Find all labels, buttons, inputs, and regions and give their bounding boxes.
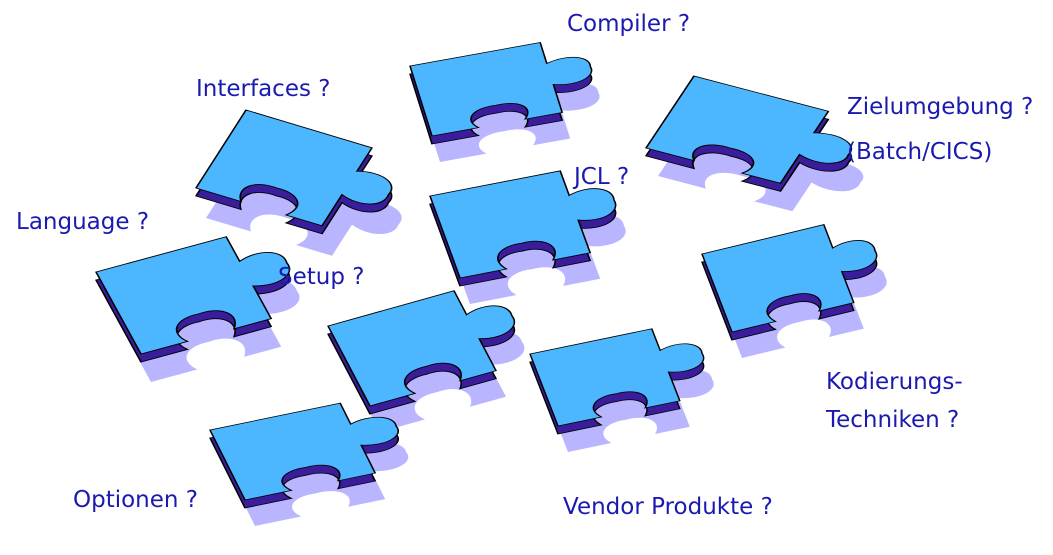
puzzle-piece-setup — [327, 278, 546, 432]
puzzle-piece-kodierungstechniken — [701, 214, 902, 358]
label-setup: Setup ? — [278, 264, 365, 290]
label-interfaces: Interfaces ? — [196, 76, 331, 102]
label-batch-cics: (Batch/CICS) — [847, 139, 993, 165]
label-compiler: Compiler ? — [567, 11, 691, 37]
label-vendor: Vendor Produkte ? — [563, 494, 773, 520]
label-zielumgebung: Zielumgebung ? — [847, 94, 1034, 120]
label-jcl: JCL ? — [574, 164, 630, 190]
label-techniken: Techniken ? — [826, 407, 960, 433]
puzzle-piece-language — [95, 224, 322, 382]
label-language: Language ? — [16, 209, 150, 235]
puzzle-piece-compiler — [409, 34, 611, 163]
puzzle-piece-vendor — [529, 320, 728, 452]
label-optionen: Optionen ? — [73, 487, 199, 513]
label-kodierungs: Kodierungs- — [826, 369, 963, 395]
